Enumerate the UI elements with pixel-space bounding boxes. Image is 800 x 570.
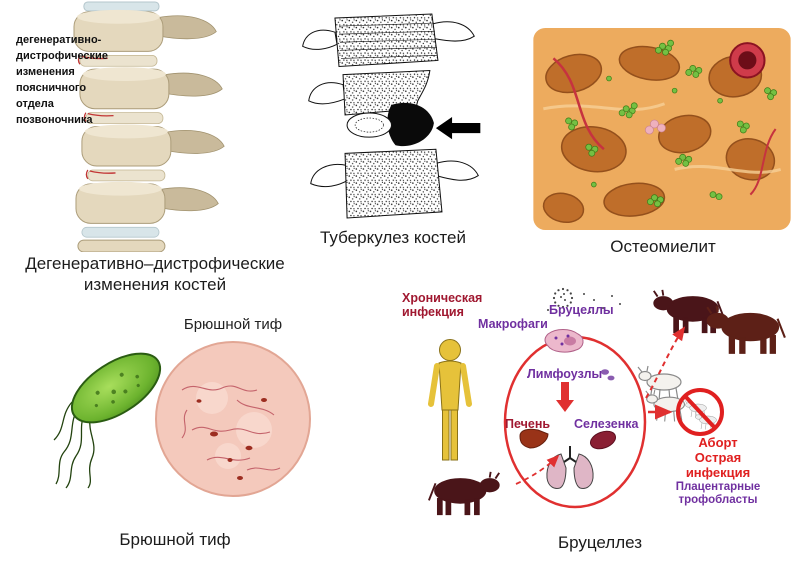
- osteomyelitis-caption: Остеомиелит: [610, 237, 716, 256]
- panel-tuberculosis: Туберкулез костей: [288, 0, 498, 260]
- prohibition-sign-icon: [676, 388, 724, 436]
- panel-osteomyelitis: Остеомиелит: [533, 0, 793, 265]
- brucellosis-label-chronic-infection: Хроническая инфекция: [402, 291, 483, 320]
- degenerative-caption: Дегенеративно–дистрофические изменения к…: [25, 254, 285, 295]
- panel-typhoid: Брюшной тиф: [0, 300, 340, 560]
- tuberculosis-caption: Туберкулез костей: [320, 228, 466, 247]
- spine-illustration: [73, 1, 225, 252]
- brucellosis-label-placental-trophoblasts: Плацентарные трофобласты: [675, 481, 761, 507]
- typhoid-caption: Брюшной тиф: [119, 530, 231, 549]
- brucellosis-label-acute-infection: Острая инфекция: [685, 450, 751, 480]
- tb-spine-illustration: [302, 13, 481, 219]
- brucellosis-label-brucellae: Бруцеллы: [549, 303, 614, 317]
- brucellosis-diagram: [427, 287, 786, 516]
- panel-degenerative: дегенеративно- дистрофические изменения …: [0, 0, 320, 300]
- brucellosis-label-abortion: Аборт: [698, 435, 738, 450]
- typhoid-micrograph: [155, 341, 311, 497]
- typhoid-image-label: Брюшной тиф: [183, 316, 283, 333]
- brucellosis-caption: Бруцеллез: [557, 533, 643, 552]
- human-figure: [428, 339, 472, 461]
- panel-brucellosis: Хроническая инфекция Макрофаги Бруцеллы …: [396, 284, 800, 570]
- brucellosis-label-lymph-nodes: Лимфоузлы: [527, 367, 603, 381]
- brucellosis-label-macrophages: Макрофаги: [478, 317, 548, 331]
- osteomyelitis-illustration: [533, 28, 791, 230]
- brucellosis-label-liver: Печень: [505, 417, 551, 431]
- degenerative-overlay-label: дегенеративно- дистрофические изменения …: [16, 34, 108, 126]
- brucellosis-label-spleen: Селезенка: [574, 417, 639, 431]
- typhoid-bacterium-illustration: [53, 352, 162, 489]
